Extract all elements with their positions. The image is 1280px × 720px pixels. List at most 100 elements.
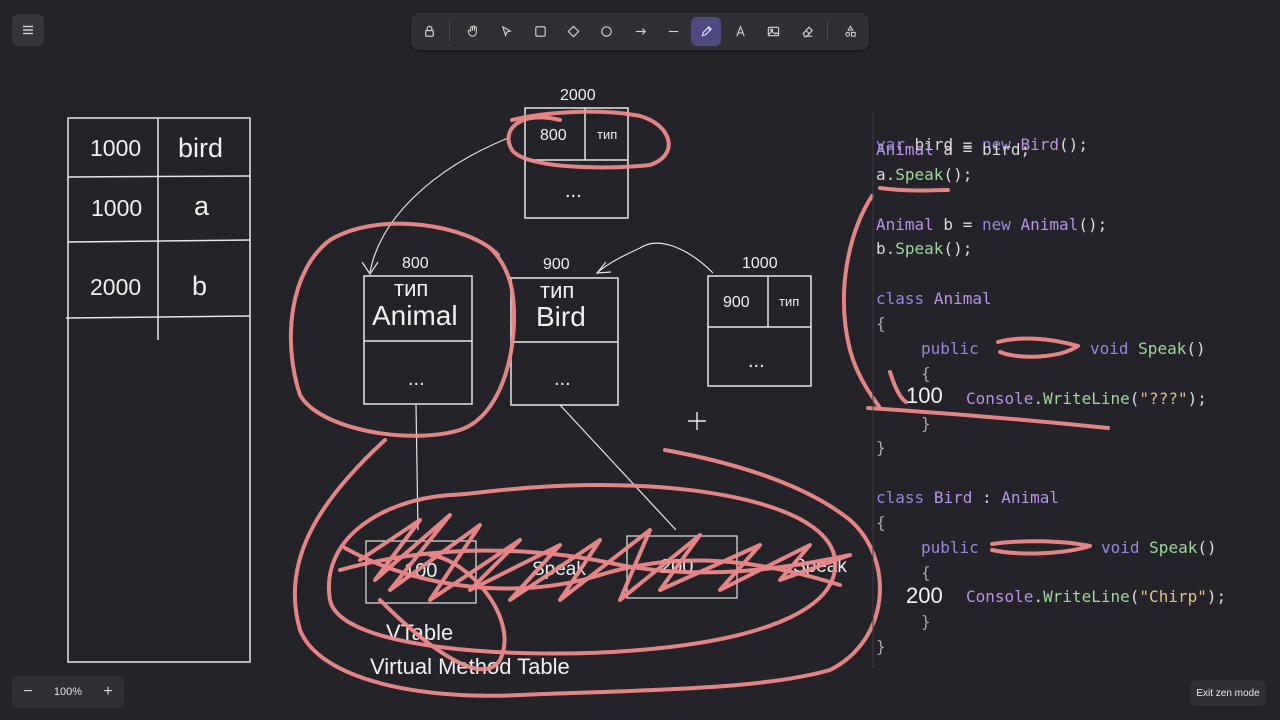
ellipse-icon [600, 26, 612, 37]
code-type: Animal [933, 289, 992, 308]
stack-row-3-address: 2000 [90, 274, 141, 300]
tool-line[interactable] [658, 17, 688, 46]
code-kw-new: new [981, 135, 1011, 154]
tool-lock[interactable] [414, 17, 444, 46]
code-line-12: } [876, 438, 886, 457]
tool-text[interactable] [725, 17, 755, 46]
heap-object-1000 [707, 275, 812, 387]
code-line-3: a.Speak(); [876, 165, 972, 185]
heap-1000-slot-type: тип [779, 294, 799, 309]
code-line-13: class Bird : Animal [876, 488, 1059, 508]
code-line-10: Console.WriteLine("???"); [966, 389, 1207, 409]
code-method: Speak [1138, 339, 1187, 358]
code-line-2: Animal a = bird; [876, 140, 1030, 160]
code-type: Animal [876, 215, 934, 234]
tool-bar [411, 13, 869, 50]
stack-row-3-name: b [192, 271, 207, 301]
code-method: Speak [895, 239, 944, 258]
tool-eraser[interactable] [792, 17, 822, 46]
code-line-11: } [921, 414, 931, 433]
code-line-15b: void Speak() [1101, 538, 1217, 558]
image-icon [767, 26, 779, 37]
code-line-6: class Animal [876, 289, 992, 309]
main-menu-button[interactable] [12, 14, 44, 46]
stack-row-1-address: 1000 [90, 135, 141, 161]
code-line-8b: void Speak() [1090, 339, 1206, 359]
code-type: Console [966, 587, 1034, 606]
code-method: WriteLine [1043, 389, 1130, 408]
annotation-200: 200 [906, 583, 943, 608]
heap-object-2000 [524, 107, 629, 219]
code-text: (); [1078, 215, 1108, 234]
code-text: ( [1129, 389, 1140, 408]
zoom-in-button[interactable]: + [103, 683, 113, 700]
bird-rest: ... [554, 368, 571, 390]
diamond-icon [567, 25, 579, 38]
heap-1000-rest: ... [748, 350, 765, 372]
code-kw-void: void [1101, 538, 1140, 557]
eraser-icon [802, 26, 813, 38]
code-text [924, 289, 934, 308]
tool-diamond[interactable] [558, 17, 588, 46]
toolbar-divider [449, 22, 450, 41]
code-type: Bird [933, 488, 973, 507]
code-type: Animal [1001, 488, 1060, 507]
code-text: a = bird; [933, 140, 1031, 159]
code-text: (); [943, 239, 973, 258]
tool-hand[interactable] [458, 17, 488, 46]
code-text [1011, 215, 1021, 234]
tool-selection[interactable] [491, 17, 521, 46]
tool-ellipse[interactable] [591, 17, 621, 46]
heap-2000-address: 2000 [560, 87, 596, 104]
code-type: Animal [1020, 215, 1079, 234]
code-text: . [1033, 389, 1044, 408]
heap-2000-slot-type: тип [597, 127, 617, 142]
tool-rectangle[interactable] [525, 17, 555, 46]
tool-extra[interactable] [835, 17, 865, 46]
heap-2000-rest: ... [565, 180, 582, 202]
code-type: Animal [876, 140, 934, 159]
arrow-icon [635, 28, 646, 35]
code-text: (); [943, 165, 973, 184]
code-line-18: } [921, 612, 931, 631]
heap-1000-slot-ref: 900 [723, 294, 750, 311]
code-kw-void: void [1090, 339, 1129, 358]
shapes-library-icon [844, 25, 856, 37]
code-string: "Chirp" [1139, 587, 1207, 606]
code-text: ); [1206, 587, 1227, 606]
heap-2000-slot-ref: 800 [540, 127, 567, 144]
code-text: () [1186, 339, 1206, 358]
tool-image[interactable] [758, 17, 788, 46]
line-icon [668, 30, 678, 33]
code-type: Console [966, 389, 1034, 408]
code-text: ); [1187, 389, 1207, 408]
code-line-15: public [921, 538, 979, 558]
lock-icon [424, 25, 434, 37]
code-method: Speak [1149, 538, 1198, 557]
tool-draw[interactable] [691, 17, 721, 46]
text-icon [735, 25, 745, 37]
code-line-9: { [921, 364, 931, 383]
zoom-controls: − 100% + [12, 676, 124, 708]
animal-type-name: Animal [372, 300, 458, 331]
code-text [924, 488, 934, 507]
code-text: b. [876, 239, 896, 258]
tool-arrow[interactable] [625, 17, 655, 46]
code-text: ( [1129, 587, 1140, 606]
zoom-reset-button[interactable]: 100% [53, 686, 83, 698]
code-line-14: { [876, 513, 886, 532]
code-text: b = [933, 215, 982, 234]
code-line-5: b.Speak(); [876, 239, 972, 259]
code-line-16: { [921, 563, 931, 582]
code-text: (); [1059, 135, 1088, 154]
bird-type-label: тип [540, 278, 574, 303]
crosshair-cursor-icon [688, 412, 706, 430]
animal-type-label: тип [394, 276, 428, 301]
exit-zen-mode-button[interactable]: Exit zen mode [1190, 680, 1266, 706]
code-text: : [972, 488, 1002, 507]
zoom-out-button[interactable]: − [23, 683, 33, 700]
bird-type-name: Bird [536, 301, 586, 332]
animal-rest: ... [408, 368, 425, 390]
type-object-animal [363, 275, 473, 405]
